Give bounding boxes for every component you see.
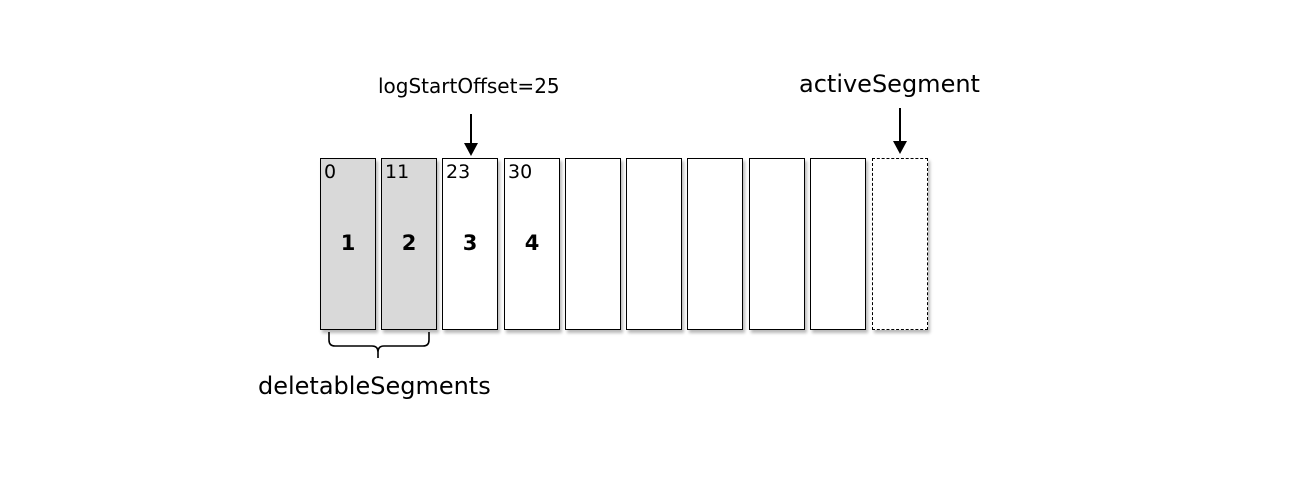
active-segment-arrow-icon: [893, 108, 907, 154]
segment-number: 4: [524, 231, 540, 255]
segment-box: [810, 158, 866, 330]
segment-box: [626, 158, 682, 330]
log-start-offset-arrow-icon: [464, 114, 478, 156]
segment-box: 11 2: [381, 158, 437, 330]
segment-box: [749, 158, 805, 330]
segment-number: 2: [401, 231, 417, 255]
segment-box: 30 4: [504, 158, 560, 330]
segment-base-offset: 0: [324, 161, 337, 183]
segment-box: [687, 158, 743, 330]
log-start-offset-label: logStartOffset=25: [378, 74, 560, 98]
segment-box: [565, 158, 621, 330]
segment-number: 1: [340, 231, 356, 255]
deletable-segments-label: deletableSegments: [258, 372, 491, 400]
deletable-segments-brace-icon: [328, 332, 430, 358]
segment-base-offset: 11: [385, 161, 410, 183]
active-segment-box: [872, 158, 928, 330]
segment-base-offset: 23: [446, 161, 471, 183]
segment-box: 23 3: [442, 158, 498, 330]
segment-number: 3: [462, 231, 478, 255]
segment-base-offset: 30: [508, 161, 533, 183]
active-segment-label: activeSegment: [799, 70, 980, 98]
segment-box: 0 1: [320, 158, 376, 330]
